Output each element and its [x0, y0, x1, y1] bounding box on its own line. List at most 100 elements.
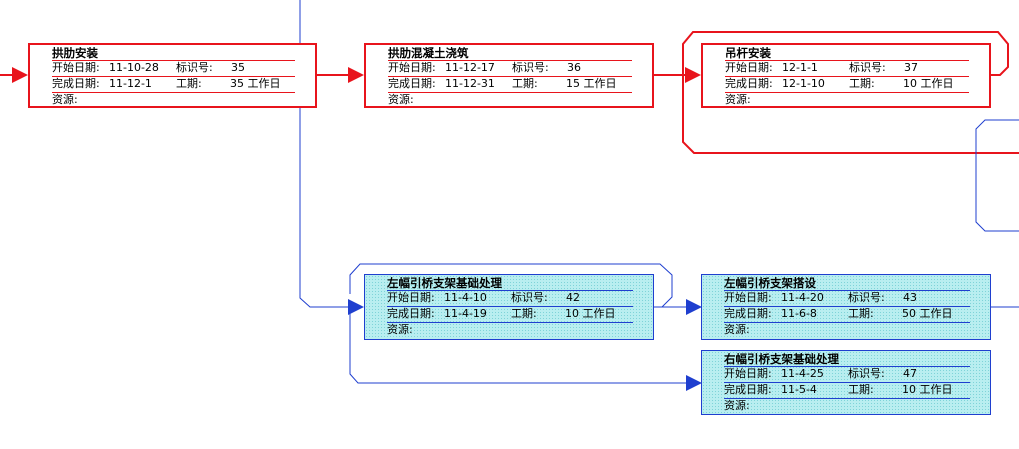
start-label: 开始日期:: [724, 291, 772, 304]
task-node-43[interactable]: 左幅引桥支架搭设开始日期: 11-4-20 标识号: 43 完成日期: 11-6-8 工期:…: [701, 274, 991, 340]
finish-date: 11-6-8: [781, 307, 817, 320]
task-node-35[interactable]: 拱肋安装开始日期: 11-10-28 标识号: 35 完成日期: 11-12-1 工期: 35…: [28, 43, 317, 108]
start-date: 11-4-25: [781, 367, 824, 380]
resource-label: 资源:: [388, 93, 414, 106]
task-id: 37: [904, 61, 918, 74]
task-id: 43: [903, 291, 917, 304]
task-id: 42: [566, 291, 580, 304]
duration-label: 工期:: [849, 77, 875, 90]
arrowhead-into-43: [686, 299, 702, 315]
id-label: 标识号:: [849, 61, 886, 74]
finish-date: 11-12-31: [445, 77, 495, 90]
start-date: 11-4-20: [781, 291, 824, 304]
task-id: 36: [567, 61, 581, 74]
start-date: 11-10-28: [109, 61, 159, 74]
start-label: 开始日期:: [388, 61, 436, 74]
link-vertical-trunk: [299, 0, 348, 308]
row-divider: [725, 60, 969, 61]
finish-label: 完成日期:: [388, 77, 436, 90]
finish-label: 完成日期:: [52, 77, 100, 90]
critical-links: [0, 31, 1019, 154]
duration-label: 工期:: [176, 77, 202, 90]
row-divider: [52, 92, 295, 93]
row-divider: [388, 60, 632, 61]
resource-label: 资源:: [52, 93, 78, 106]
arrowhead-into-37: [685, 67, 701, 83]
finish-date: 12-1-10: [782, 77, 825, 90]
task-name: 拱肋混凝土浇筑: [388, 46, 469, 60]
task-id: 47: [903, 367, 917, 380]
duration-value: 10 工作日: [902, 383, 953, 396]
id-label: 标识号:: [512, 61, 549, 74]
link-42-loop: [349, 263, 673, 308]
row-divider: [52, 76, 295, 77]
duration-value: 15 工作日: [566, 77, 617, 90]
start-label: 开始日期:: [52, 61, 100, 74]
row-divider: [724, 322, 970, 323]
resource-label: 资源:: [724, 323, 750, 336]
arrowhead-into-47: [686, 375, 702, 391]
finish-label: 完成日期:: [387, 307, 435, 320]
duration-label: 工期:: [512, 77, 538, 90]
duration-label: 工期:: [511, 307, 537, 320]
task-name: 右幅引桥支架基础处理: [724, 352, 839, 366]
link-42-47: [349, 307, 688, 384]
row-divider: [52, 60, 295, 61]
arrowhead-into-35: [12, 67, 28, 83]
duration-value: 35 工作日: [230, 77, 281, 90]
id-label: 标识号:: [848, 291, 885, 304]
critical-arrowheads: [12, 67, 701, 83]
id-label: 标识号:: [176, 61, 213, 74]
row-divider: [387, 322, 633, 323]
row-divider: [724, 398, 970, 399]
row-divider: [388, 92, 632, 93]
row-divider: [725, 92, 969, 93]
start-date: 12-1-1: [782, 61, 818, 74]
id-label: 标识号:: [848, 367, 885, 380]
row-divider: [387, 306, 633, 307]
arrowhead-into-42: [348, 299, 364, 315]
normal-arrowheads: [348, 299, 702, 391]
start-label: 开始日期:: [725, 61, 773, 74]
task-name: 左幅引桥支架搭设: [724, 276, 816, 290]
finish-date: 11-5-4: [781, 383, 817, 396]
task-name: 拱肋安装: [52, 46, 98, 60]
row-divider: [724, 290, 970, 291]
row-divider: [388, 76, 632, 77]
task-name: 吊杆安装: [725, 46, 771, 60]
task-id: 35: [231, 61, 245, 74]
duration-label: 工期:: [848, 383, 874, 396]
duration-value: 10 工作日: [903, 77, 954, 90]
row-divider: [725, 76, 969, 77]
duration-label: 工期:: [848, 307, 874, 320]
normal-links: [299, 0, 1019, 384]
finish-date: 11-12-1: [109, 77, 152, 90]
row-divider: [724, 366, 970, 367]
duration-value: 50 工作日: [902, 307, 953, 320]
task-node-47[interactable]: 右幅引桥支架基础处理开始日期: 11-4-25 标识号: 47 完成日期: 11-5-4 工…: [701, 350, 991, 415]
row-divider: [724, 306, 970, 307]
task-name: 左幅引桥支架基础处理: [387, 276, 502, 290]
resource-label: 资源:: [725, 93, 751, 106]
task-node-42[interactable]: 左幅引桥支架基础处理开始日期: 11-4-10 标识号: 42 完成日期: 11-4-19…: [364, 274, 654, 340]
task-node-37[interactable]: 吊杆安装开始日期: 12-1-1 标识号: 37 完成日期: 12-1-10 工期: 10 工…: [701, 43, 991, 108]
duration-value: 10 工作日: [565, 307, 616, 320]
start-label: 开始日期:: [387, 291, 435, 304]
resource-label: 资源:: [387, 323, 413, 336]
finish-label: 完成日期:: [724, 307, 772, 320]
task-node-36[interactable]: 拱肋混凝土浇筑开始日期: 11-12-17 标识号: 36 完成日期: 11-12-31 工…: [364, 43, 654, 108]
finish-label: 完成日期:: [724, 383, 772, 396]
finish-date: 11-4-19: [444, 307, 487, 320]
row-divider: [724, 382, 970, 383]
link-37-out: [682, 31, 1019, 154]
row-divider: [387, 290, 633, 291]
arrowhead-into-36: [348, 67, 364, 83]
link-right-stub: [975, 119, 1019, 232]
start-date: 11-4-10: [444, 291, 487, 304]
id-label: 标识号:: [511, 291, 548, 304]
start-label: 开始日期:: [724, 367, 772, 380]
finish-label: 完成日期:: [725, 77, 773, 90]
resource-label: 资源:: [724, 399, 750, 412]
start-date: 11-12-17: [445, 61, 495, 74]
